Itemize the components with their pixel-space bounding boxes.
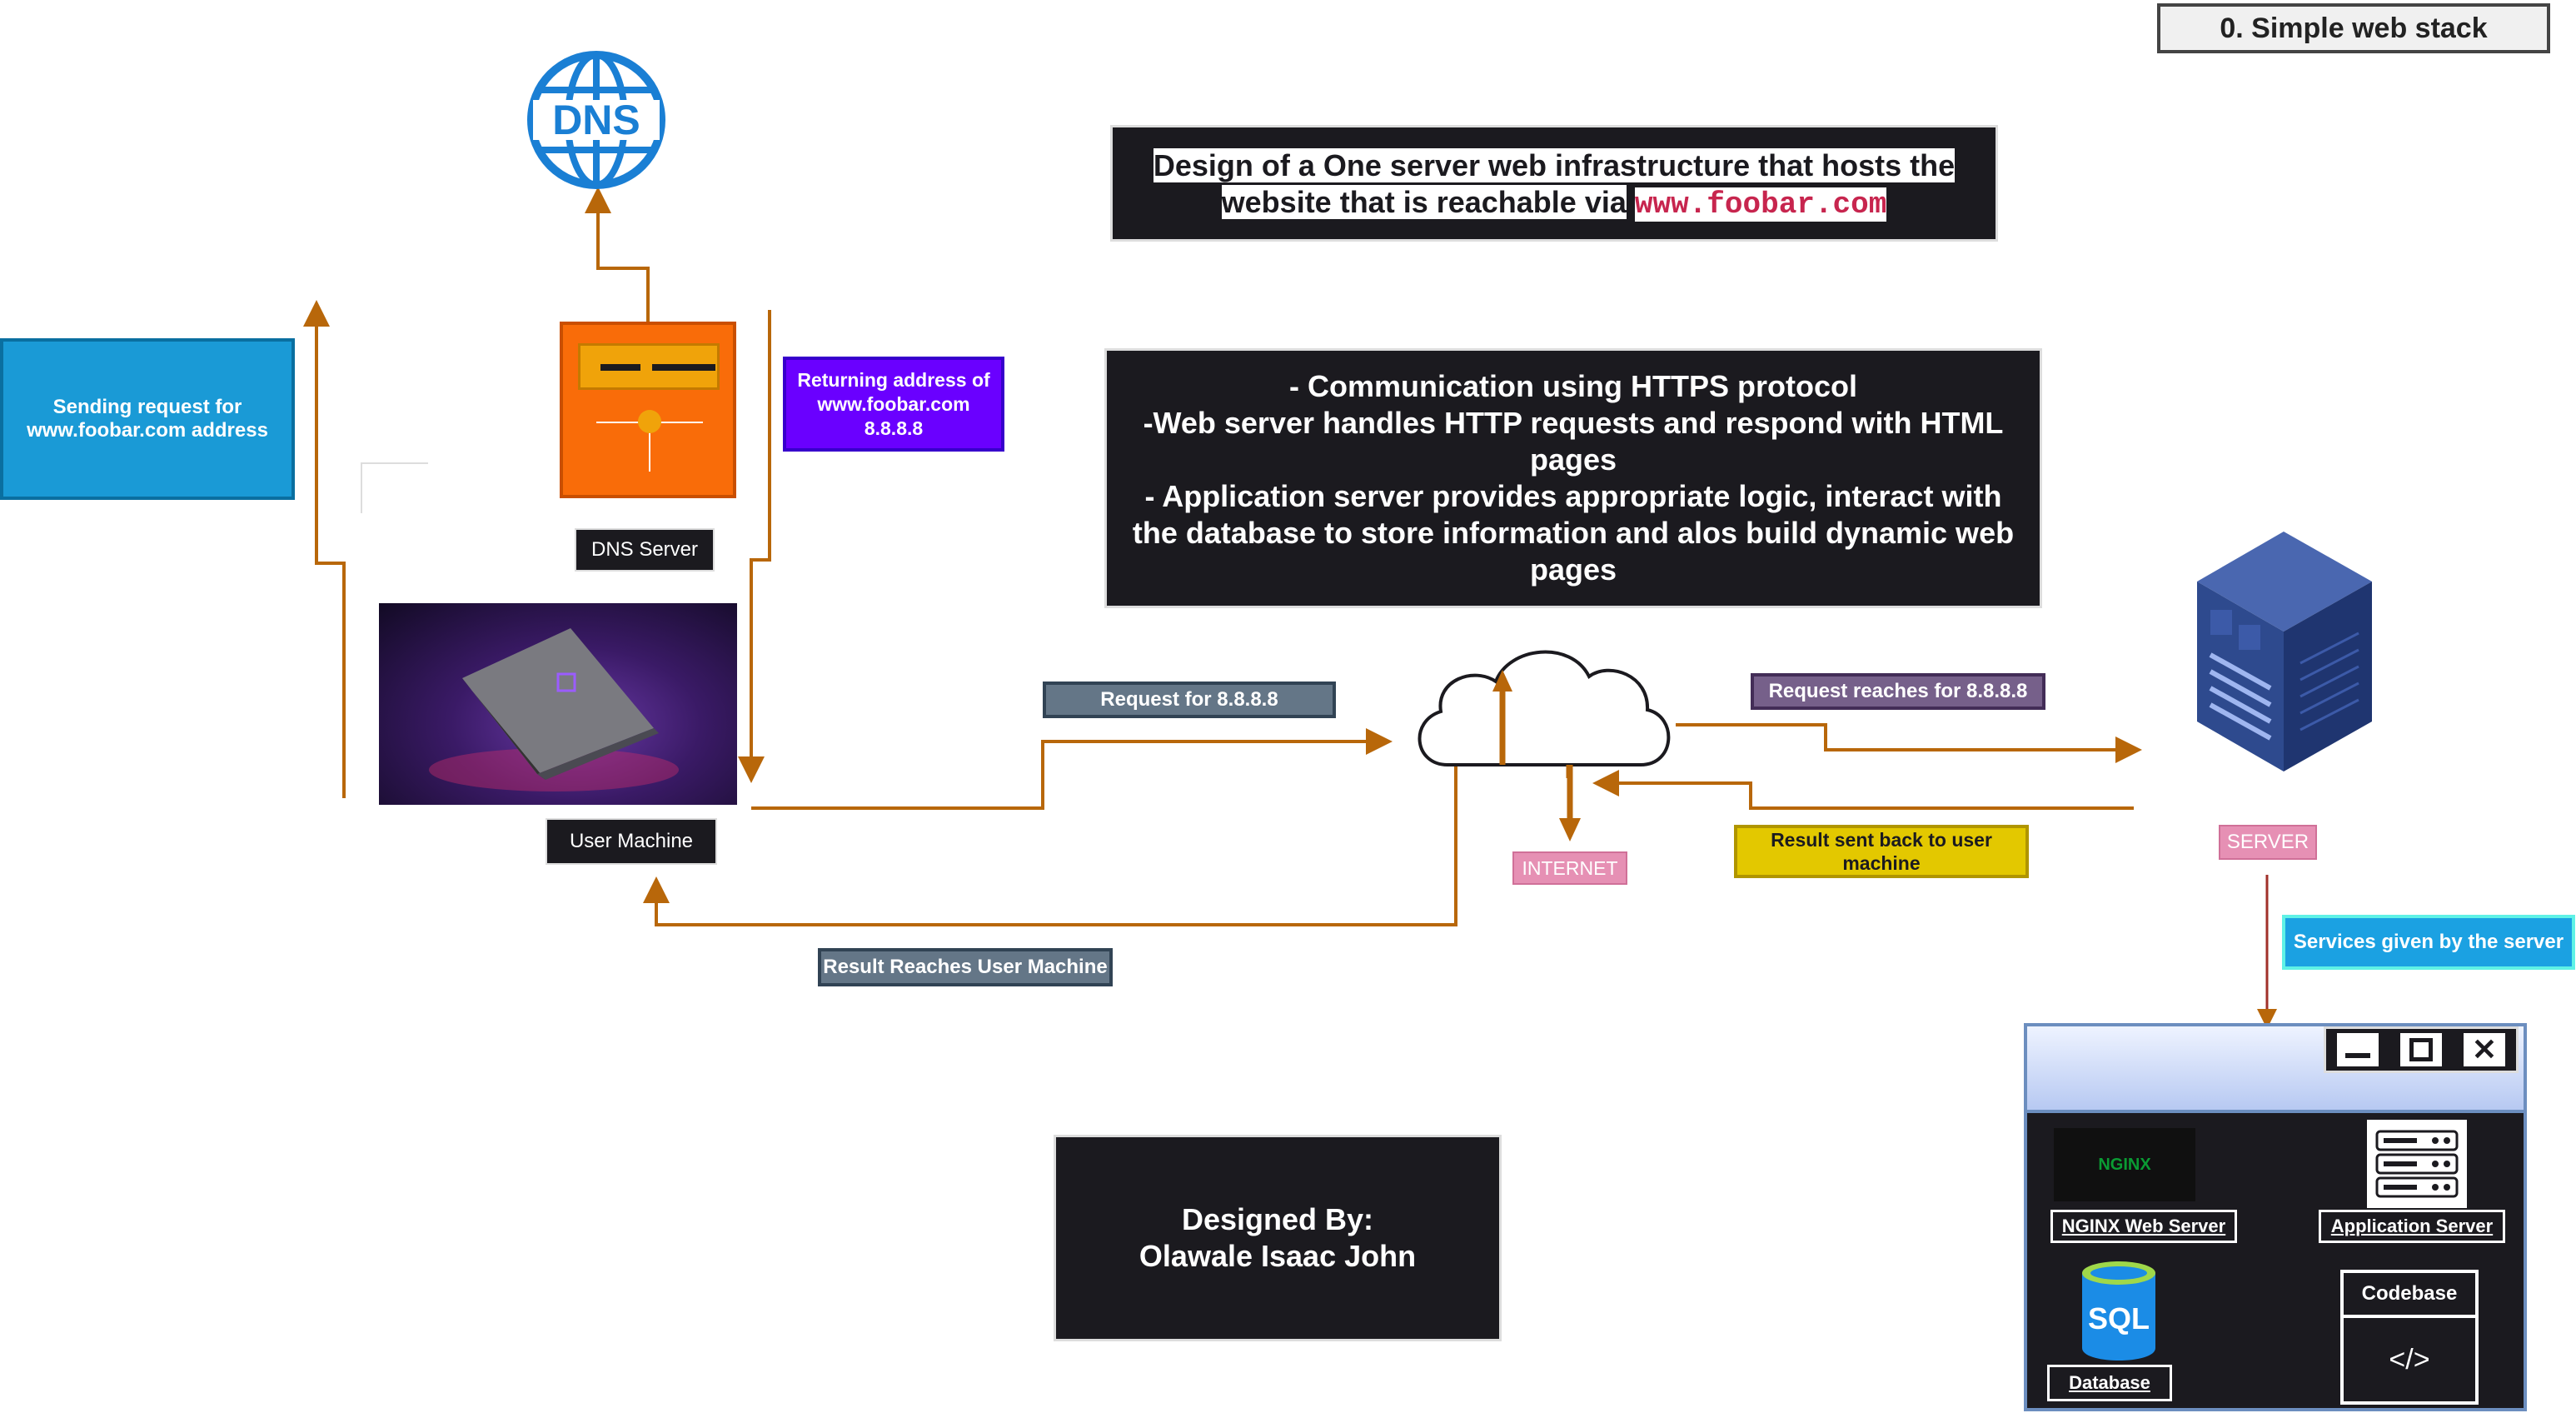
dns-logo-text: DNS [552,97,640,143]
diagram-title: Design of a One server web infrastructur… [1110,125,1998,242]
title-line1: Design of a One server web infrastructur… [1153,148,1956,182]
dns-server-line-v [649,422,650,472]
nginx-logo-icon: NGINX [2054,1128,2195,1201]
dns-server-device [560,322,736,498]
dns-globe-icon [527,51,665,189]
arrow-dns-to-globe [585,187,650,323]
returning-address-label: Returning address of www.foobar.com 8.8.… [783,357,1004,452]
sql-database-icon [2082,1261,2155,1361]
arrow-sending-up [303,300,346,798]
services-label: Services given by the server [2282,915,2575,970]
nginx-label: NGINX Web Server [2050,1210,2237,1243]
notes-box: - Communication using HTTPS protocol -We… [1104,348,2042,608]
window-maximize-icon[interactable] [2400,1033,2442,1066]
note-3: - Application server provides appropriat… [1132,479,2015,587]
decor-line [361,462,428,513]
request-for-label: Request for 8.8.8.8 [1043,682,1336,718]
window-titlebar: ✕ [2024,1023,2527,1113]
user-machine-label: User Machine [546,818,717,865]
internet-label: INTERNET [1512,851,1627,885]
arrow-server-to-cloud [1592,770,2134,810]
arrow-cloud-to-server [1676,723,2142,763]
code-icon: </> [2389,1343,2430,1376]
credit-box: Designed By: Olawale Isaac John [1054,1135,1502,1341]
sql-logo-text: SQL [2087,1301,2150,1336]
internet-down-arrow [1559,765,1581,841]
request-reaches-label: Request reaches for 8.8.8.8 [1751,673,2045,710]
server-label: SERVER [2219,825,2317,860]
arrow-user-to-cloud [751,728,1393,810]
arrow-cloud-to-user [643,766,1457,926]
title-url: www.foobar.com [1634,187,1887,222]
credit-line2: Olawale Isaac John [1139,1239,1417,1273]
diagram-tag: 0. Simple web stack [2157,3,2550,53]
laptop-icon [379,603,737,805]
app-server-label: Application Server [2319,1210,2505,1243]
dns-server-dot [638,410,661,433]
services-window: ✕ NGINX NGINX Web Server Application Ser… [2024,1023,2527,1411]
codebase-box: Codebase </> [2340,1270,2479,1405]
note-1: - Communication using HTTPS protocol [1289,369,1857,403]
cloud-icon [1418,650,1671,778]
title-line2: website that is reachable via [1221,185,1627,219]
credit-line1: Designed By: [1181,1202,1374,1236]
note-2: -Web server handles HTTP requests and re… [1143,406,2004,477]
database-label: Database [2047,1365,2172,1401]
window-close-icon[interactable]: ✕ [2464,1032,2505,1066]
dns-server-panel [578,343,720,390]
arrow-returning-down [738,310,771,783]
codebase-label: Codebase [2344,1273,2475,1318]
result-sent-label: Result sent back to user machine [1734,825,2029,878]
server-rack-icon [2367,1120,2467,1208]
result-reaches-label: Result Reaches User Machine [818,948,1113,986]
dns-server-label: DNS Server [575,528,715,572]
server-tower-icon [2197,532,2372,771]
window-minimize-icon[interactable] [2337,1033,2379,1066]
sending-request-label: Sending request for www.foobar.com addre… [0,338,295,500]
window-controls: ✕ [2324,1026,2519,1073]
